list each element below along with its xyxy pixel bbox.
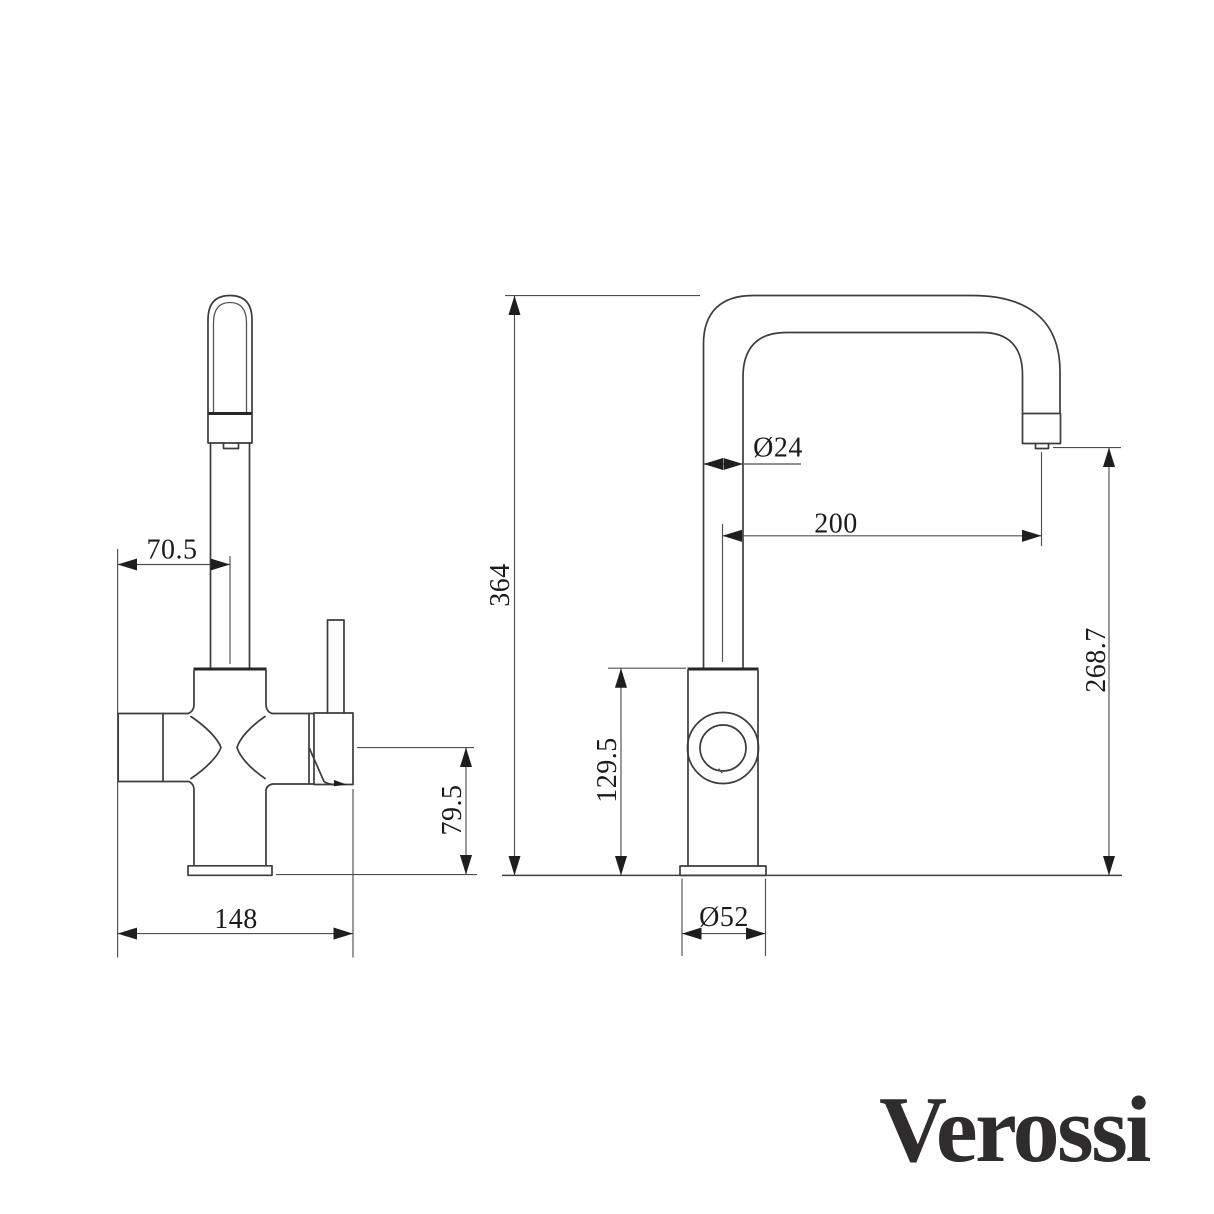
neck-tube <box>209 442 251 669</box>
collar-notch <box>222 442 240 450</box>
front-view <box>117 294 354 877</box>
side-base-flange <box>679 865 767 877</box>
dial-inner-circle <box>699 724 747 772</box>
left-arm-bottom <box>117 780 195 867</box>
valve-cone-right <box>236 715 266 780</box>
side-view-dimensions: 364 Ø24 200 268.7 129.5 Ø52 <box>485 295 1121 956</box>
dial-outer-circle <box>686 711 760 785</box>
lever-outline <box>207 294 253 414</box>
spout-inner <box>742 331 1024 669</box>
front-view-dimensions: 70.5 79.5 148 <box>117 535 477 958</box>
side-handle-tip-mark <box>334 780 347 787</box>
brand-logo: Verossi <box>879 1078 1150 1182</box>
spout-outer <box>702 294 1061 669</box>
dim-label-spout-outlet-height: 268.7 <box>1081 627 1112 693</box>
dim-label-base-diameter: Ø52 <box>699 902 749 933</box>
dim-label-overall-height: 364 <box>485 563 516 607</box>
dim-label-overall-width: 148 <box>214 904 258 935</box>
dim-label-body-height: 129.5 <box>592 737 623 803</box>
right-arm-bottom <box>265 783 315 867</box>
lever-inner-line <box>212 301 248 414</box>
aerator-tip <box>1034 442 1050 450</box>
body-upper-sides <box>187 669 273 715</box>
front-base-flange <box>187 864 273 877</box>
left-arm-cap <box>117 712 164 783</box>
valve-cone-left <box>190 715 222 780</box>
side-view <box>502 294 1122 877</box>
aerator-housing <box>1021 412 1062 445</box>
side-handle-rod <box>326 619 345 714</box>
dim-label-outlet-height: 79.5 <box>437 785 468 836</box>
lever-collar <box>207 412 253 444</box>
side-handle-detail <box>308 747 335 786</box>
dim-label-spout-reach: 200 <box>814 509 858 540</box>
dim-label-spout-diameter: Ø24 <box>753 433 803 464</box>
dial-tick <box>718 768 723 774</box>
dim-label-handle-offset: 70.5 <box>147 535 198 566</box>
side-body-sides <box>687 669 759 867</box>
